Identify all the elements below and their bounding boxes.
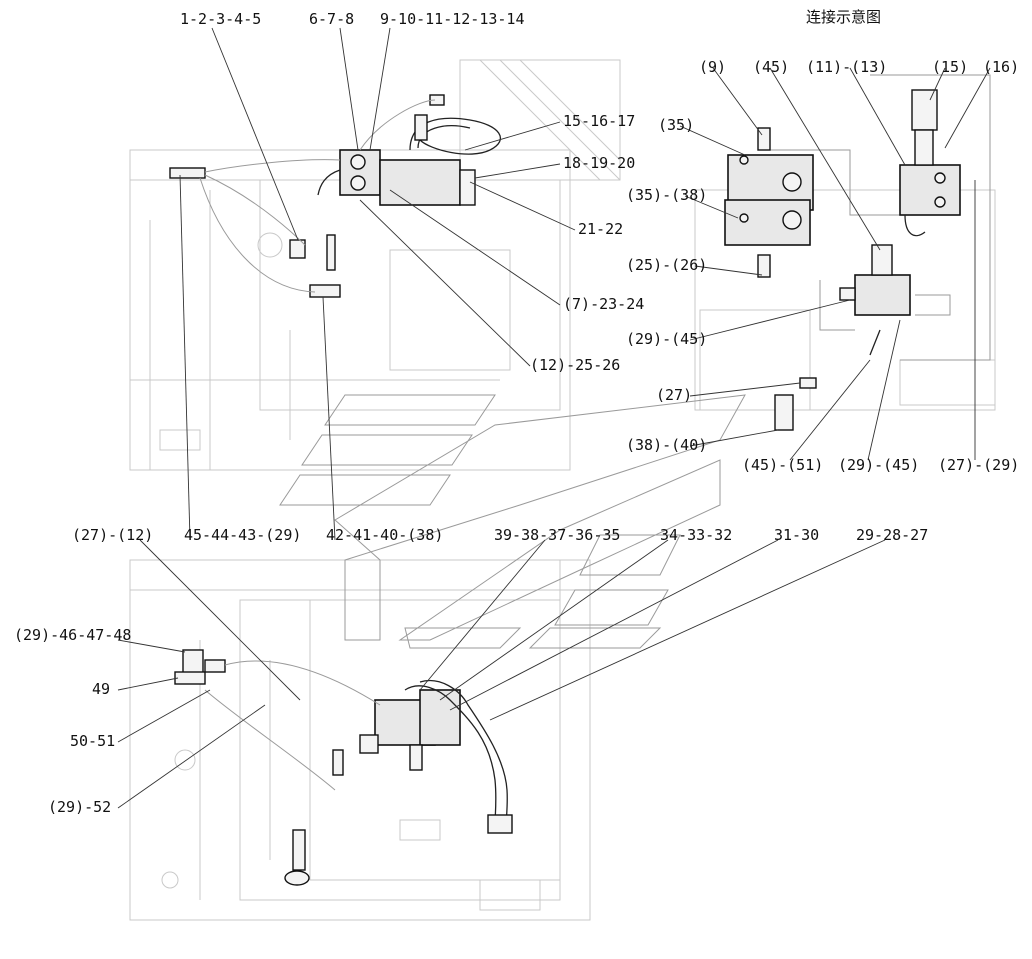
part-label: (35) [658,116,695,134]
part-label: 18-19-20 [563,154,636,172]
diagram-title: 连接示意图 [806,8,882,26]
part-label: (9) [699,58,727,76]
lower-pump-assembly [174,649,513,886]
part-label: 6-7-8 [309,10,355,28]
part-label: 50-51 [70,732,116,750]
leader-lines [117,27,991,809]
part-label: (29)-52 [48,798,112,816]
part-label: (15) [932,58,969,76]
part-label: 15-16-17 [563,112,636,130]
part-label: (29)-(45) [626,330,708,348]
part-label: (45)-(51) [742,456,824,474]
part-label: (45) [753,58,790,76]
part-label: (27) [656,386,693,404]
part-label: 29-28-27 [856,526,929,544]
part-label: 21-22 [578,220,624,238]
machine-outline-lower [129,559,591,921]
part-label: (38)-(40) [626,436,708,454]
upper-pump-assembly [169,94,502,298]
part-label: (29)-(45) [838,456,920,474]
part-label: (29)-46-47-48 [14,626,132,644]
part-label: 42-41-40-(38) [326,526,444,544]
chevron-watermark [279,394,746,649]
part-label: 49 [92,680,111,698]
part-label: 31-30 [774,526,820,544]
schematic-panel-lines [694,74,996,411]
part-label: (35)-(38) [626,186,708,204]
part-label: (7)-23-24 [563,295,645,313]
part-label: 39-38-37-36-35 [494,526,621,544]
part-label: 9-10-11-12-13-14 [380,10,525,28]
part-label: (11)-(13) [806,58,888,76]
part-label: (12)-25-26 [530,356,621,374]
part-label: (25)-(26) [626,256,708,274]
part-label: (27)-(12) [72,526,154,544]
part-label: 34-33-32 [660,526,733,544]
part-label: (16) [983,58,1020,76]
part-label: 1-2-3-4-5 [180,10,262,28]
part-label: (27)-(29) [938,456,1020,474]
part-label: 45-44-43-(29) [184,526,302,544]
right-valve-blocks [724,89,961,431]
